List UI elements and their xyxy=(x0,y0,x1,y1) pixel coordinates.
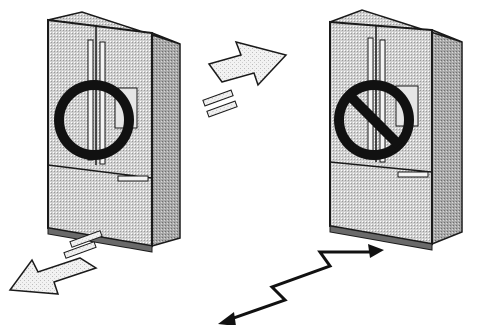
left-refrigerator xyxy=(48,12,180,252)
move-out-down-left-arrow xyxy=(10,231,102,294)
move-out-up-right-arrow xyxy=(203,42,286,117)
right-refrigerator xyxy=(330,10,462,250)
zigzag-shake-arrow xyxy=(218,244,384,325)
